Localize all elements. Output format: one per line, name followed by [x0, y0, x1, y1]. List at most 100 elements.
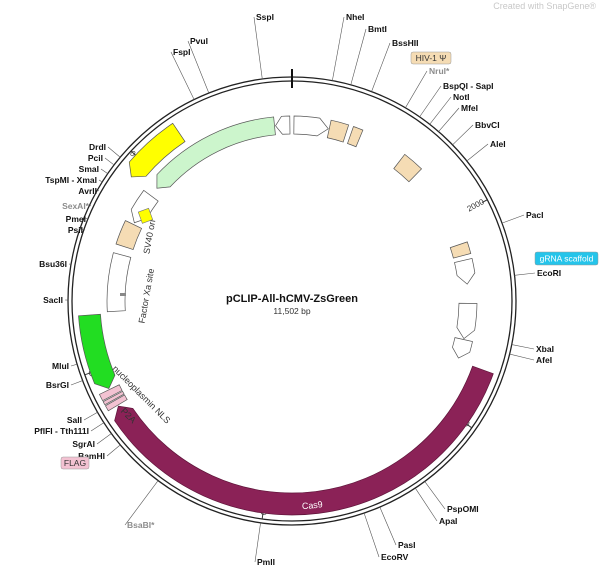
site-leader: [429, 96, 452, 125]
site-bsu36i: Bsu36I: [39, 259, 67, 269]
watermark-text: Created with SnapGene®: [493, 1, 596, 11]
feature-wpre: [106, 252, 132, 313]
site-leader: [70, 363, 78, 367]
feature-cmv-enhancer: [293, 115, 329, 137]
feature-zsgreen1: [78, 313, 116, 390]
tick-10-000: [130, 150, 136, 156]
site-leader: [363, 512, 380, 558]
site-nhei: NheI: [346, 12, 364, 22]
site-bspqi-sapi: BspQI - SapI: [443, 81, 494, 91]
feature-flag: [102, 390, 125, 406]
site-bsrgi: BsrGI: [46, 380, 69, 390]
site-tspmi-xmai: TspMI - XmaI: [45, 175, 97, 185]
site-leader: [80, 228, 86, 231]
feature-cole1-ori: [128, 122, 186, 178]
site-leader: [254, 522, 261, 563]
tag-label: FLAG: [64, 458, 86, 468]
feature-p2a: [98, 384, 123, 402]
site-drdi: DrdI: [89, 142, 106, 152]
site-pspomi: PspOMI: [447, 504, 479, 514]
site-pmli: PmlI: [257, 557, 275, 567]
site-sspi: SspI: [256, 12, 274, 22]
site-leader: [511, 344, 535, 350]
site-leader: [70, 380, 83, 386]
site-leader: [83, 411, 98, 421]
site-ecorv: EcoRV: [381, 552, 409, 562]
tag-label: HIV-1 Ψ: [416, 53, 447, 63]
site-leader: [405, 70, 428, 108]
site-nrui: NruI*: [429, 66, 450, 76]
site-sacii: SacII: [43, 295, 63, 305]
site-bsabi: BsaBI*: [127, 520, 155, 530]
site-pmei: PmeI: [66, 214, 86, 224]
site-sexai: SexAI*: [62, 201, 90, 211]
site-leader: [419, 85, 442, 118]
tag-hiv-1: [410, 51, 452, 65]
site-sali: SalI: [67, 415, 82, 425]
site-leader: [424, 481, 446, 510]
site-leader: [509, 353, 535, 361]
site-xbai: XbaI: [536, 344, 554, 354]
site-leader: [107, 146, 121, 158]
feature-ampr-promoter: [275, 115, 291, 135]
site-leader: [415, 487, 438, 522]
feature-cas9: [114, 365, 494, 516]
site-smai: SmaI: [79, 164, 99, 174]
site-leader: [253, 16, 263, 80]
feature-hiv-1-psi: [347, 126, 364, 148]
feature-nucleoplasmin-nls: [104, 394, 128, 412]
site-leader: [96, 433, 112, 445]
site-bmti: BmtI: [368, 24, 387, 34]
site-leader: [84, 217, 89, 220]
site-mfei: MfeI: [461, 103, 478, 113]
feature-u6-promoter: [454, 257, 476, 285]
site-ecori: EcoRI: [537, 268, 561, 278]
site-fspi: FspI: [173, 47, 190, 57]
site-leader: [371, 42, 391, 92]
feature-3-ltr-du3: [115, 220, 143, 250]
site-bsshii: BssHII: [392, 38, 418, 48]
site-alei: AleI: [490, 139, 506, 149]
site-leader: [452, 124, 474, 146]
tag-label: gRNA scaffold: [540, 253, 594, 263]
site-pvui: PvuI: [190, 36, 208, 46]
inner-label-sv40-ori: SV40 ori: [141, 219, 157, 255]
site-sgrai: SgrAI: [72, 439, 95, 449]
site-bamhi: BamHI: [78, 451, 105, 461]
site-leader: [98, 179, 103, 183]
site-leader: [97, 189, 100, 192]
site-pcii: PciI: [88, 153, 103, 163]
site-leader: [379, 506, 397, 546]
tick-4000: [466, 423, 473, 429]
site-leader: [332, 16, 345, 81]
site-leader: [466, 143, 489, 162]
feature-hcmv-promoter: [452, 337, 473, 359]
feature-label-cas9: Cas9: [302, 499, 324, 511]
site-leader: [170, 51, 195, 100]
site-leader: [106, 444, 121, 457]
site-leader: [501, 214, 525, 224]
feature-rre: [393, 153, 423, 183]
site-pasi: PasI: [398, 540, 416, 550]
tick-8000: [84, 372, 91, 376]
site-avrii: AvrII: [78, 186, 97, 196]
site-pflfi-tth111i: PflFI - Tth111I: [34, 426, 89, 436]
site-psii: PsiI: [68, 225, 83, 235]
site-leader: [187, 40, 210, 94]
tick-6000: [261, 512, 264, 520]
site-leader: [350, 28, 367, 85]
site-leader: [438, 107, 460, 132]
site-leader: [124, 480, 159, 526]
tag-flag: [60, 456, 90, 470]
inner-label-factor-xa-site: Factor Xa site: [137, 268, 156, 324]
site-leader: [514, 272, 536, 276]
site-apai: ApaI: [439, 516, 457, 526]
plasmid-length: 11,502 bp: [273, 306, 310, 316]
feature-5-ltr-truncated: [326, 119, 350, 143]
site-leader: [89, 205, 92, 207]
tick-2000: [481, 199, 488, 203]
site-paci: PacI: [526, 210, 544, 220]
